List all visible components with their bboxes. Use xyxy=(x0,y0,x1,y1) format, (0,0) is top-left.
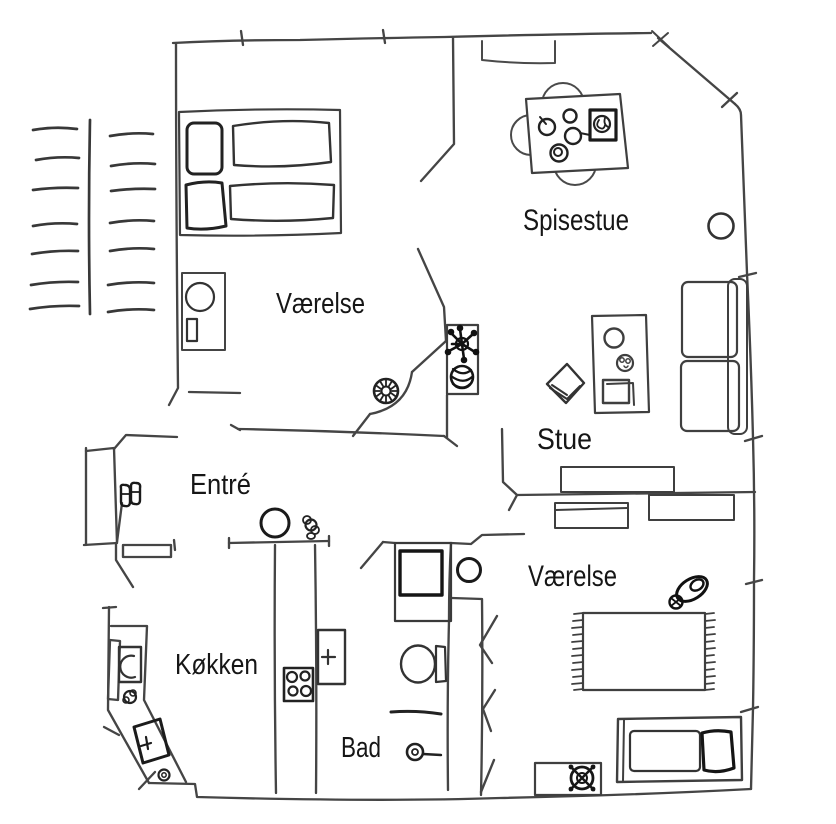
svg-text:Stue: Stue xyxy=(537,423,592,456)
svg-text:Værelse: Værelse xyxy=(276,288,365,320)
svg-text:Køkken: Køkken xyxy=(175,649,258,681)
svg-text:Entré: Entré xyxy=(190,469,251,501)
svg-text:Bad: Bad xyxy=(341,732,381,764)
svg-text:Spisestue: Spisestue xyxy=(523,204,629,237)
svg-text:Værelse: Værelse xyxy=(528,560,617,593)
